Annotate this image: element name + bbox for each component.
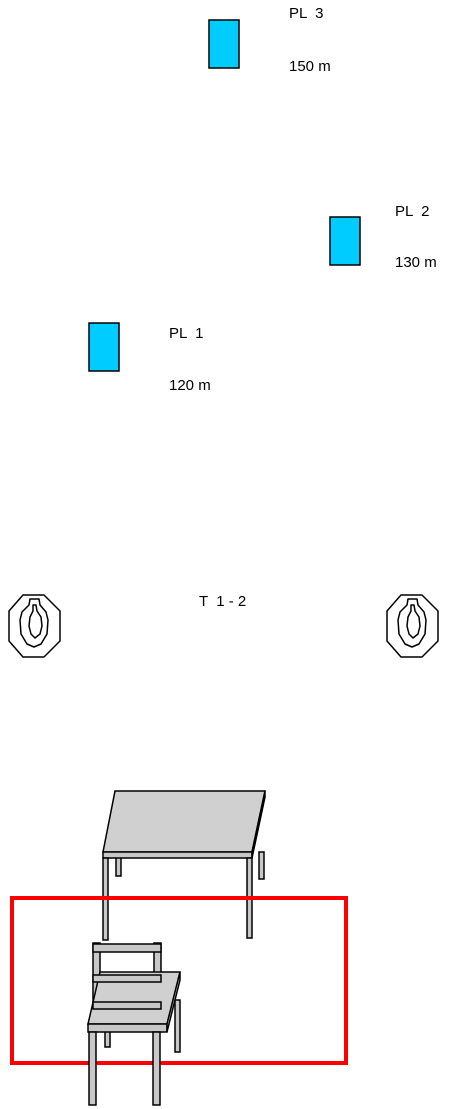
target-left	[9, 595, 60, 657]
plate-1-name: PL 1	[169, 325, 203, 342]
plate-3-distance: 150 m	[289, 58, 331, 75]
chair-icon	[88, 943, 180, 1105]
plate-1-distance: 120 m	[169, 377, 211, 394]
plate-2-target-icon	[330, 217, 360, 265]
steel-silhouette-target-icon	[9, 595, 60, 657]
plate-2: PL 2 130 m	[330, 203, 437, 271]
plate-3-target-icon	[209, 20, 239, 68]
plate-2-name: PL 2	[395, 203, 429, 220]
plate-1: PL 1 120 m	[89, 323, 211, 394]
plate-1-target-icon	[89, 323, 119, 371]
plate-3-name: PL 3	[289, 5, 323, 22]
targets-label: T 1 - 2	[199, 593, 246, 610]
target-right	[387, 595, 438, 657]
steel-silhouette-target-icon	[387, 595, 438, 657]
plate-3: PL 3 150 m	[209, 5, 331, 75]
plate-2-distance: 130 m	[395, 254, 437, 271]
table-icon	[103, 791, 265, 940]
